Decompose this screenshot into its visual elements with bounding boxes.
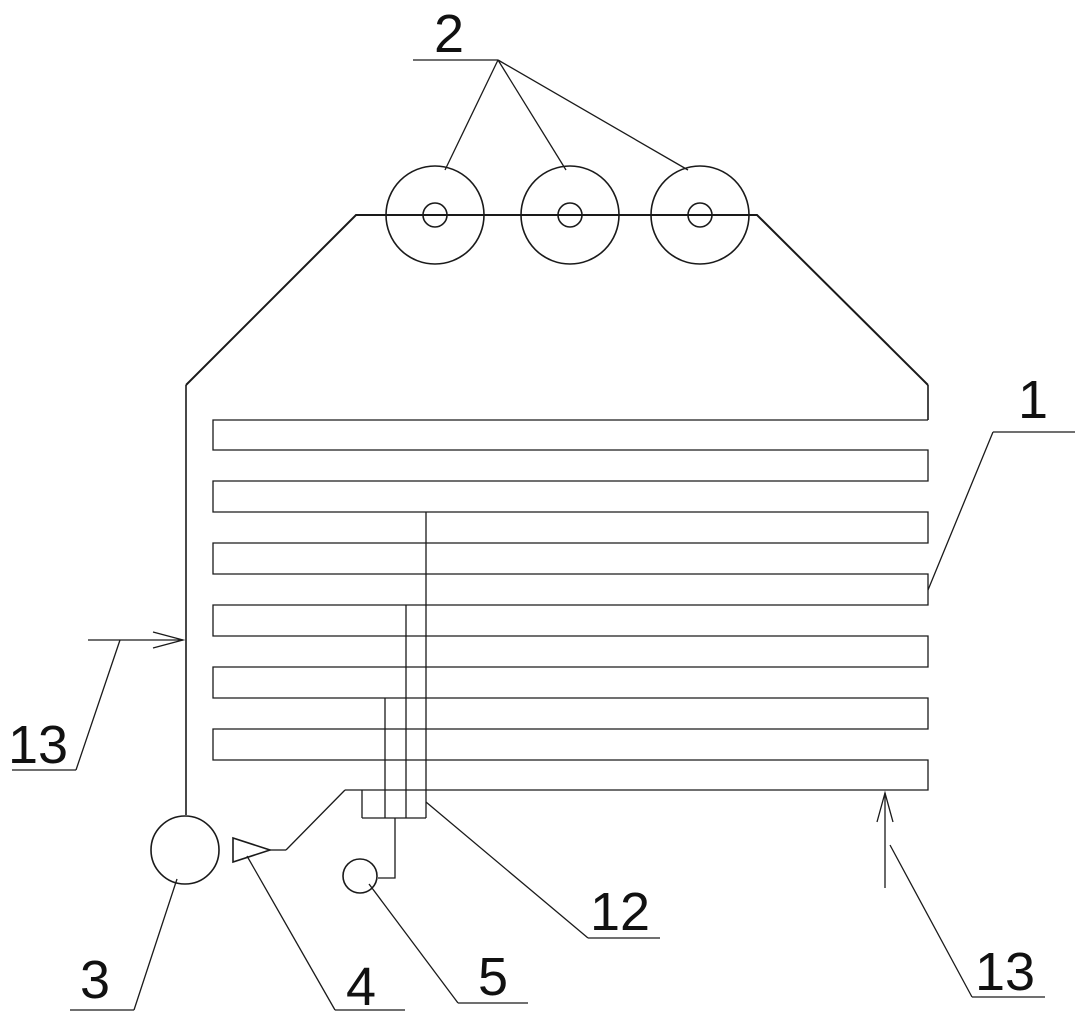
label-4: 4 bbox=[346, 957, 376, 1017]
leader-line-2a bbox=[444, 59, 499, 171]
roller-2 bbox=[520, 165, 620, 265]
fan-circle bbox=[150, 815, 220, 885]
drain-connection bbox=[378, 818, 396, 879]
leader-line-13-right bbox=[889, 844, 973, 998]
nozzle-triangle bbox=[232, 836, 273, 864]
leader-line-12 bbox=[425, 801, 589, 939]
leader-line-4 bbox=[246, 855, 336, 1011]
roof-outline bbox=[185, 214, 929, 386]
label-13-right: 13 bbox=[975, 942, 1035, 1002]
leader-line-1 bbox=[927, 431, 994, 591]
nozzle-connection bbox=[285, 789, 346, 851]
leader-line-2c bbox=[497, 59, 689, 171]
label-3: 3 bbox=[80, 950, 110, 1010]
roller-3 bbox=[650, 165, 750, 265]
label-13-left: 13 bbox=[8, 715, 68, 775]
drain-circle bbox=[342, 858, 378, 894]
airflow-arrow-bottom bbox=[876, 790, 894, 888]
serpentine-tube-bundle bbox=[212, 419, 929, 791]
leader-line-2b bbox=[497, 59, 567, 171]
leader-line-5 bbox=[368, 883, 459, 1004]
label-5: 5 bbox=[478, 947, 508, 1007]
label-2: 2 bbox=[434, 4, 464, 64]
roller-1 bbox=[385, 165, 485, 265]
leader-line-3 bbox=[133, 878, 178, 1011]
airflow-arrow-left bbox=[88, 631, 186, 649]
label-12: 12 bbox=[590, 882, 650, 942]
leader-line-13-left bbox=[75, 639, 121, 771]
label-1: 1 bbox=[1018, 370, 1048, 430]
